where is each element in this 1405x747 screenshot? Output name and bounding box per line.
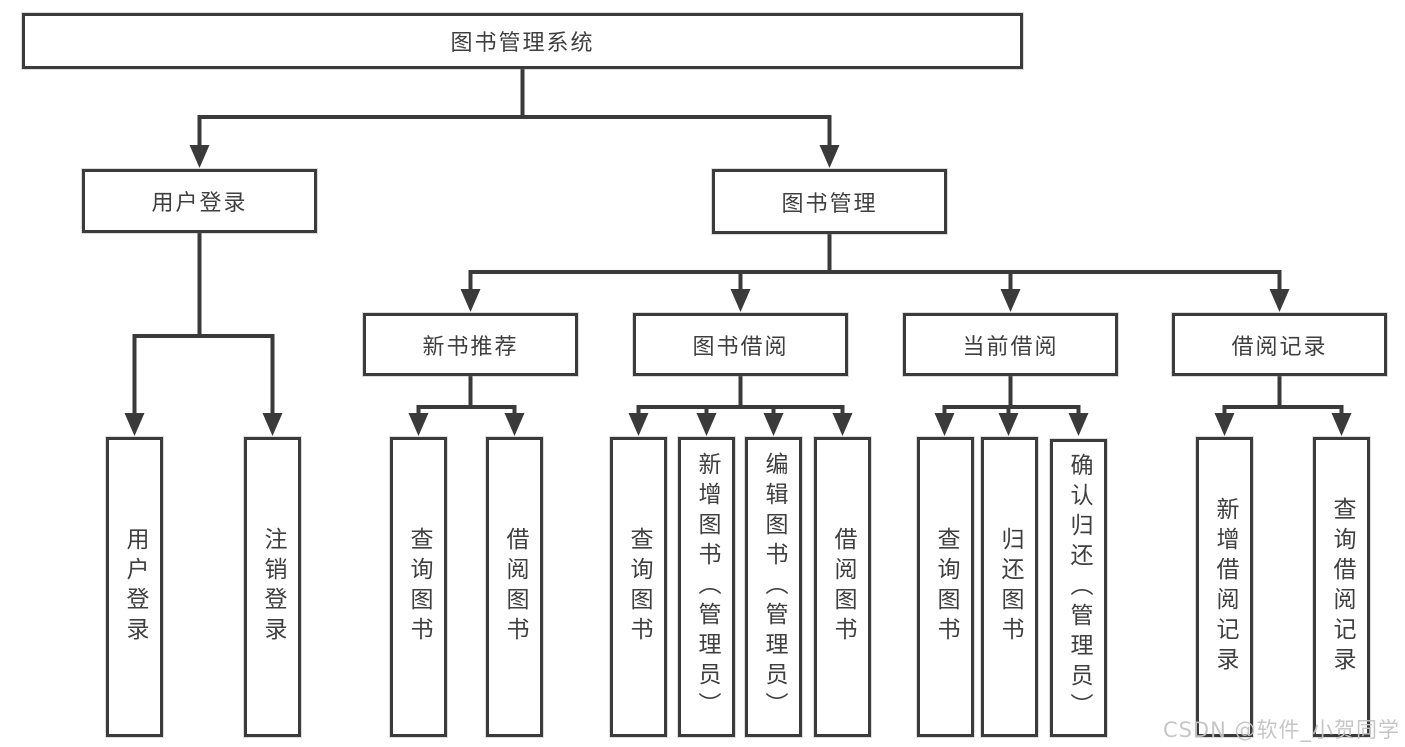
node-label: 确认归还（管理员） xyxy=(1066,453,1092,723)
node-query-books-current: 查询图书 xyxy=(917,437,974,737)
node-label: 图书管理系统 xyxy=(450,31,595,56)
node-label: 图书管理 xyxy=(781,191,878,217)
node-label: 借阅图书 xyxy=(502,527,528,647)
node-label: 用户登录 xyxy=(151,191,248,216)
node-borrow-books: 借阅图书 xyxy=(814,437,871,737)
node-borrow-books-recommend: 借阅图书 xyxy=(486,437,543,737)
node-add-borrow-record: 新增借阅记录 xyxy=(1196,437,1253,737)
node-label: 查询借阅记录 xyxy=(1329,497,1355,677)
node-query-books-borrow: 查询图书 xyxy=(610,437,667,737)
node-logout: 注销登录 xyxy=(244,437,301,737)
node-label: 借阅图书 xyxy=(830,527,856,647)
node-label: 查询图书 xyxy=(406,527,432,647)
node-confirm-return-admin: 确认归还（管理员） xyxy=(1050,439,1107,737)
node-query-books-recommend: 查询图书 xyxy=(390,437,447,737)
node-book-borrowing: 图书借阅 xyxy=(633,313,848,376)
node-query-borrow-record: 查询借阅记录 xyxy=(1313,437,1370,737)
node-label: 新增图书（管理员） xyxy=(694,452,720,722)
node-label: 用户登录 xyxy=(122,527,148,647)
node-edit-books-admin: 编辑图书（管理员） xyxy=(745,437,802,737)
node-label: 注销登录 xyxy=(260,527,286,647)
node-label: 编辑图书（管理员） xyxy=(761,452,787,722)
node-label: 当前借阅 xyxy=(962,334,1059,360)
node-user-login-leaf: 用户登录 xyxy=(106,437,163,737)
node-user-login: 用户登录 xyxy=(82,169,317,233)
node-label: 借阅记录 xyxy=(1231,334,1328,360)
node-label: 归还图书 xyxy=(997,527,1023,647)
node-label: 查询图书 xyxy=(933,527,959,647)
node-new-book-recommend: 新书推荐 xyxy=(363,313,578,376)
node-current-borrowing: 当前借阅 xyxy=(903,313,1118,376)
node-return-books: 归还图书 xyxy=(981,437,1038,737)
node-library-management-system: 图书管理系统 xyxy=(22,13,1023,69)
node-add-books-admin: 新增图书（管理员） xyxy=(678,437,735,737)
node-book-management: 图书管理 xyxy=(712,169,947,234)
node-label: 新书推荐 xyxy=(422,334,519,360)
csdn-watermark: CSDN @软件_小贺同学 xyxy=(1162,718,1400,742)
node-label: 图书借阅 xyxy=(692,334,789,360)
node-label: 新增借阅记录 xyxy=(1212,497,1238,677)
node-label: 查询图书 xyxy=(626,527,652,647)
node-borrowing-records: 借阅记录 xyxy=(1172,313,1387,376)
